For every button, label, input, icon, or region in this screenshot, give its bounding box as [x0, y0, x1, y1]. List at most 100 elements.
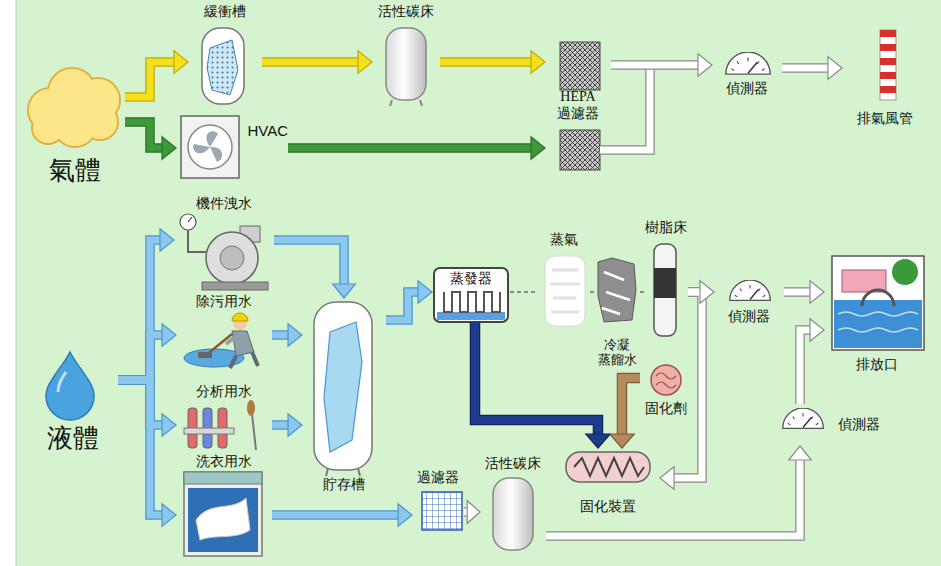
component-label: 排放口 [856, 357, 898, 374]
flow-arrow [800, 330, 811, 404]
component-node: 蒸氣 [538, 232, 590, 328]
component-label: 排氣風管 [857, 111, 913, 128]
gas-cloud [33, 113, 63, 143]
component-label: 固化裝置 [580, 499, 636, 516]
flow-arrow [640, 291, 644, 293]
flow-arrow-casing [125, 122, 163, 148]
condensate [602, 272, 630, 314]
water-filter [422, 492, 462, 530]
flow-arrow-casing [272, 420, 289, 430]
evaporator [444, 292, 500, 312]
solidifier-ball [651, 365, 681, 395]
component-label: 蒸發器 [450, 271, 492, 288]
component-node: 固化裝置 [556, 448, 660, 516]
component-node: 偵測器 [714, 276, 784, 326]
flow-arrow-casing [125, 62, 175, 97]
component-label: 樹脂床 [645, 220, 687, 237]
flow-arrow-casing [262, 57, 359, 67]
flow-arrow-casing [272, 510, 399, 520]
buffer-tank [202, 28, 244, 104]
hvac-unit [193, 131, 222, 162]
connector-casing-layer [118, 62, 829, 536]
component-node: 過濾器 [412, 470, 464, 532]
flow-arrow-casing [782, 63, 829, 73]
arrowhead-layer [160, 51, 842, 527]
arrowhead [698, 54, 712, 77]
worker [232, 313, 248, 321]
component-label: 活性碳床 [378, 4, 434, 21]
arrowhead [810, 281, 824, 304]
arrowhead [162, 414, 176, 437]
flow-arrow [475, 322, 598, 435]
component-node: HEPA 過濾器 [545, 40, 611, 172]
flow-arrow [386, 292, 419, 320]
component-label: 緩衝槽 [204, 4, 246, 21]
analysis-tubes [247, 400, 255, 416]
arrowhead [660, 467, 674, 490]
arrowhead [398, 504, 412, 527]
hvac-unit [188, 125, 232, 169]
flow-arrow-casing [118, 335, 163, 380]
component-node: 分析用水 [176, 384, 272, 452]
flow-arrow-casing [288, 143, 532, 153]
component-node: 排氣風管 [842, 28, 928, 128]
merge-pipe [600, 65, 650, 150]
discharge-outlet [838, 312, 918, 332]
worker [184, 313, 258, 368]
flow-arrow [288, 145, 532, 152]
arrowhead [162, 137, 176, 160]
arrowhead [531, 137, 545, 160]
flow-arrow-casing [386, 292, 419, 320]
chimney [880, 30, 896, 93]
component-label: 偵測器 [728, 309, 770, 326]
hvac-unit [181, 116, 239, 178]
solidifier-ball [651, 365, 681, 395]
steam [545, 256, 585, 326]
worker [232, 331, 254, 356]
component-node: 樹脂床 [644, 220, 688, 340]
component-label: 分析用水 [196, 384, 252, 401]
arrowhead [358, 51, 372, 74]
flow-arrow [272, 332, 289, 339]
carbon-bed [493, 478, 533, 550]
arrowhead [467, 501, 480, 524]
evaporator [434, 268, 508, 322]
component-label: 偵測器 [838, 417, 880, 434]
chimney [880, 30, 896, 100]
arrowhead [174, 51, 188, 74]
washing-machine [184, 472, 262, 556]
carbon-bed [386, 28, 426, 106]
flow-arrow-casing [118, 380, 163, 515]
solidification-drum [574, 458, 644, 476]
component-node: 蒸發器 [432, 266, 510, 322]
discharge-outlet [892, 259, 918, 285]
hepa-filter [560, 130, 600, 170]
merge-pipe [600, 65, 650, 150]
flow-arrow-casing [611, 60, 699, 70]
washing-machine [196, 498, 250, 540]
arrowhead [828, 57, 842, 80]
analysis-tubes [184, 428, 234, 434]
discharge-outlet [832, 256, 924, 350]
solidification-drum [566, 452, 650, 482]
merge-pipe [600, 65, 650, 150]
component-node: 氣體 [25, 70, 125, 186]
component-label: 貯存槽 [323, 477, 365, 494]
pump [180, 214, 268, 290]
analysis-tubes [252, 414, 256, 450]
component-label: 過濾器 [417, 470, 459, 487]
flow-arrow [440, 59, 532, 66]
flow-arrow-casing [546, 459, 800, 536]
arrowhead [160, 229, 174, 252]
pump [188, 217, 192, 222]
flow-arrow-casing [440, 57, 532, 67]
component-label: 氣體 [49, 155, 101, 186]
component-label: 機件洩水 [196, 196, 252, 213]
component-label: HVAC [247, 122, 288, 140]
arrowhead [531, 51, 545, 74]
chimney [880, 30, 896, 37]
flow-arrow [125, 122, 163, 148]
gas-cloud [29, 69, 119, 146]
flow-arrow [611, 62, 699, 69]
